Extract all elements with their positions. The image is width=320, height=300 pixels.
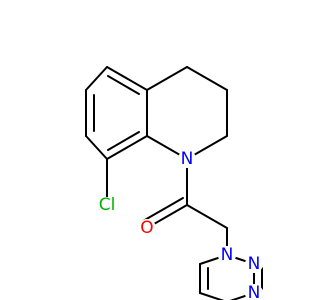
bond-layer bbox=[85, 66, 263, 300]
bond-c12-c13 bbox=[199, 292, 225, 300]
bond-c10-o-double bbox=[142, 197, 184, 222]
molecule-drawing: N Cl O N N N bbox=[85, 66, 263, 300]
atom-n2-triazole-bg bbox=[245, 255, 263, 273]
bond-c5-c6 bbox=[106, 135, 148, 160]
atom-n-ring-bg bbox=[178, 150, 196, 168]
atom-n3-triazole-bg bbox=[245, 284, 263, 300]
bond-c5-c6-inner bbox=[107, 131, 140, 151]
bond-c10-c11 bbox=[186, 204, 228, 229]
bond-c4-c5 bbox=[85, 135, 108, 160]
bond-c1-c7 bbox=[146, 66, 188, 91]
atom-cl-label: Cl bbox=[99, 195, 116, 215]
atom-n1-triazole-bg bbox=[218, 246, 236, 264]
bond-c1-c2 bbox=[106, 66, 148, 91]
atom-o-bg bbox=[138, 219, 156, 237]
bond-c7-c8 bbox=[186, 66, 228, 91]
bond-c2-c3 bbox=[85, 66, 108, 91]
atom-n2-triazole-label: N bbox=[248, 254, 261, 274]
bond-c1-c2-inner bbox=[107, 75, 140, 95]
atom-o-label: O bbox=[140, 218, 153, 238]
structure-canvas: N Cl O N N N bbox=[85, 66, 263, 300]
atom-cl-bg bbox=[96, 197, 118, 213]
atom-label-layer: N Cl O N N N bbox=[96, 149, 263, 300]
atom-n3-triazole-label: N bbox=[248, 283, 261, 300]
atom-n1-triazole-label: N bbox=[221, 245, 234, 265]
atom-n-ring-label: N bbox=[181, 149, 194, 169]
